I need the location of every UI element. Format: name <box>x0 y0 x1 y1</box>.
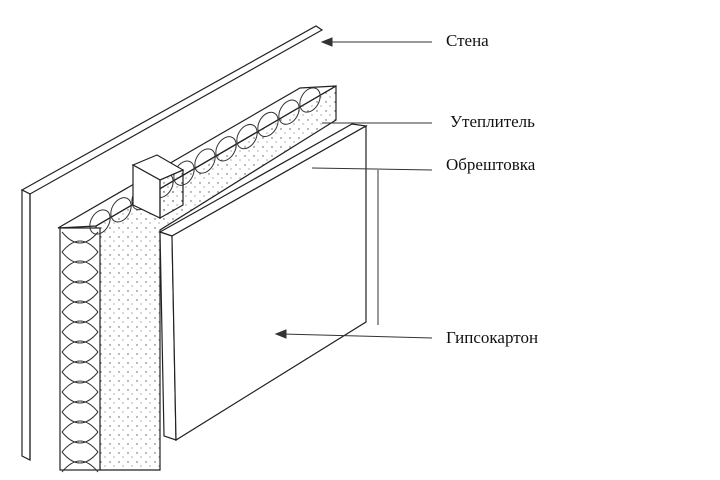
label-drywall: Гипсокартон <box>446 328 539 347</box>
insulation-coil <box>110 197 132 223</box>
insulation-coil <box>61 251 99 273</box>
insulation-coil <box>278 99 300 125</box>
insulation-layer <box>57 84 337 473</box>
insulation-coil <box>61 411 99 433</box>
insulation-coil <box>61 431 99 453</box>
insulation-coil <box>89 209 111 235</box>
insulation-coil <box>61 231 99 253</box>
label-insulation: Утеплитель <box>450 112 535 131</box>
batten <box>131 154 185 220</box>
leader-lines <box>274 37 433 339</box>
insulation-coil <box>61 291 99 313</box>
insulation-coil <box>236 123 258 150</box>
insulation-coil <box>215 136 237 162</box>
insulation-coil <box>61 371 99 393</box>
label-wall: Стена <box>446 31 489 50</box>
insulation-coil <box>61 331 99 353</box>
insulation-coil <box>61 351 99 373</box>
label-battens: Обрештовка <box>446 155 536 174</box>
insulation-coil <box>61 271 99 293</box>
insulation-coil <box>61 451 99 473</box>
insulation-coil <box>257 111 279 138</box>
insulation-coil <box>61 311 99 333</box>
insulation-coil <box>194 148 216 174</box>
wall-panel <box>20 25 324 461</box>
insulation-coil <box>61 391 99 413</box>
insulation-coil <box>299 87 321 113</box>
drywall-panel <box>158 123 368 442</box>
